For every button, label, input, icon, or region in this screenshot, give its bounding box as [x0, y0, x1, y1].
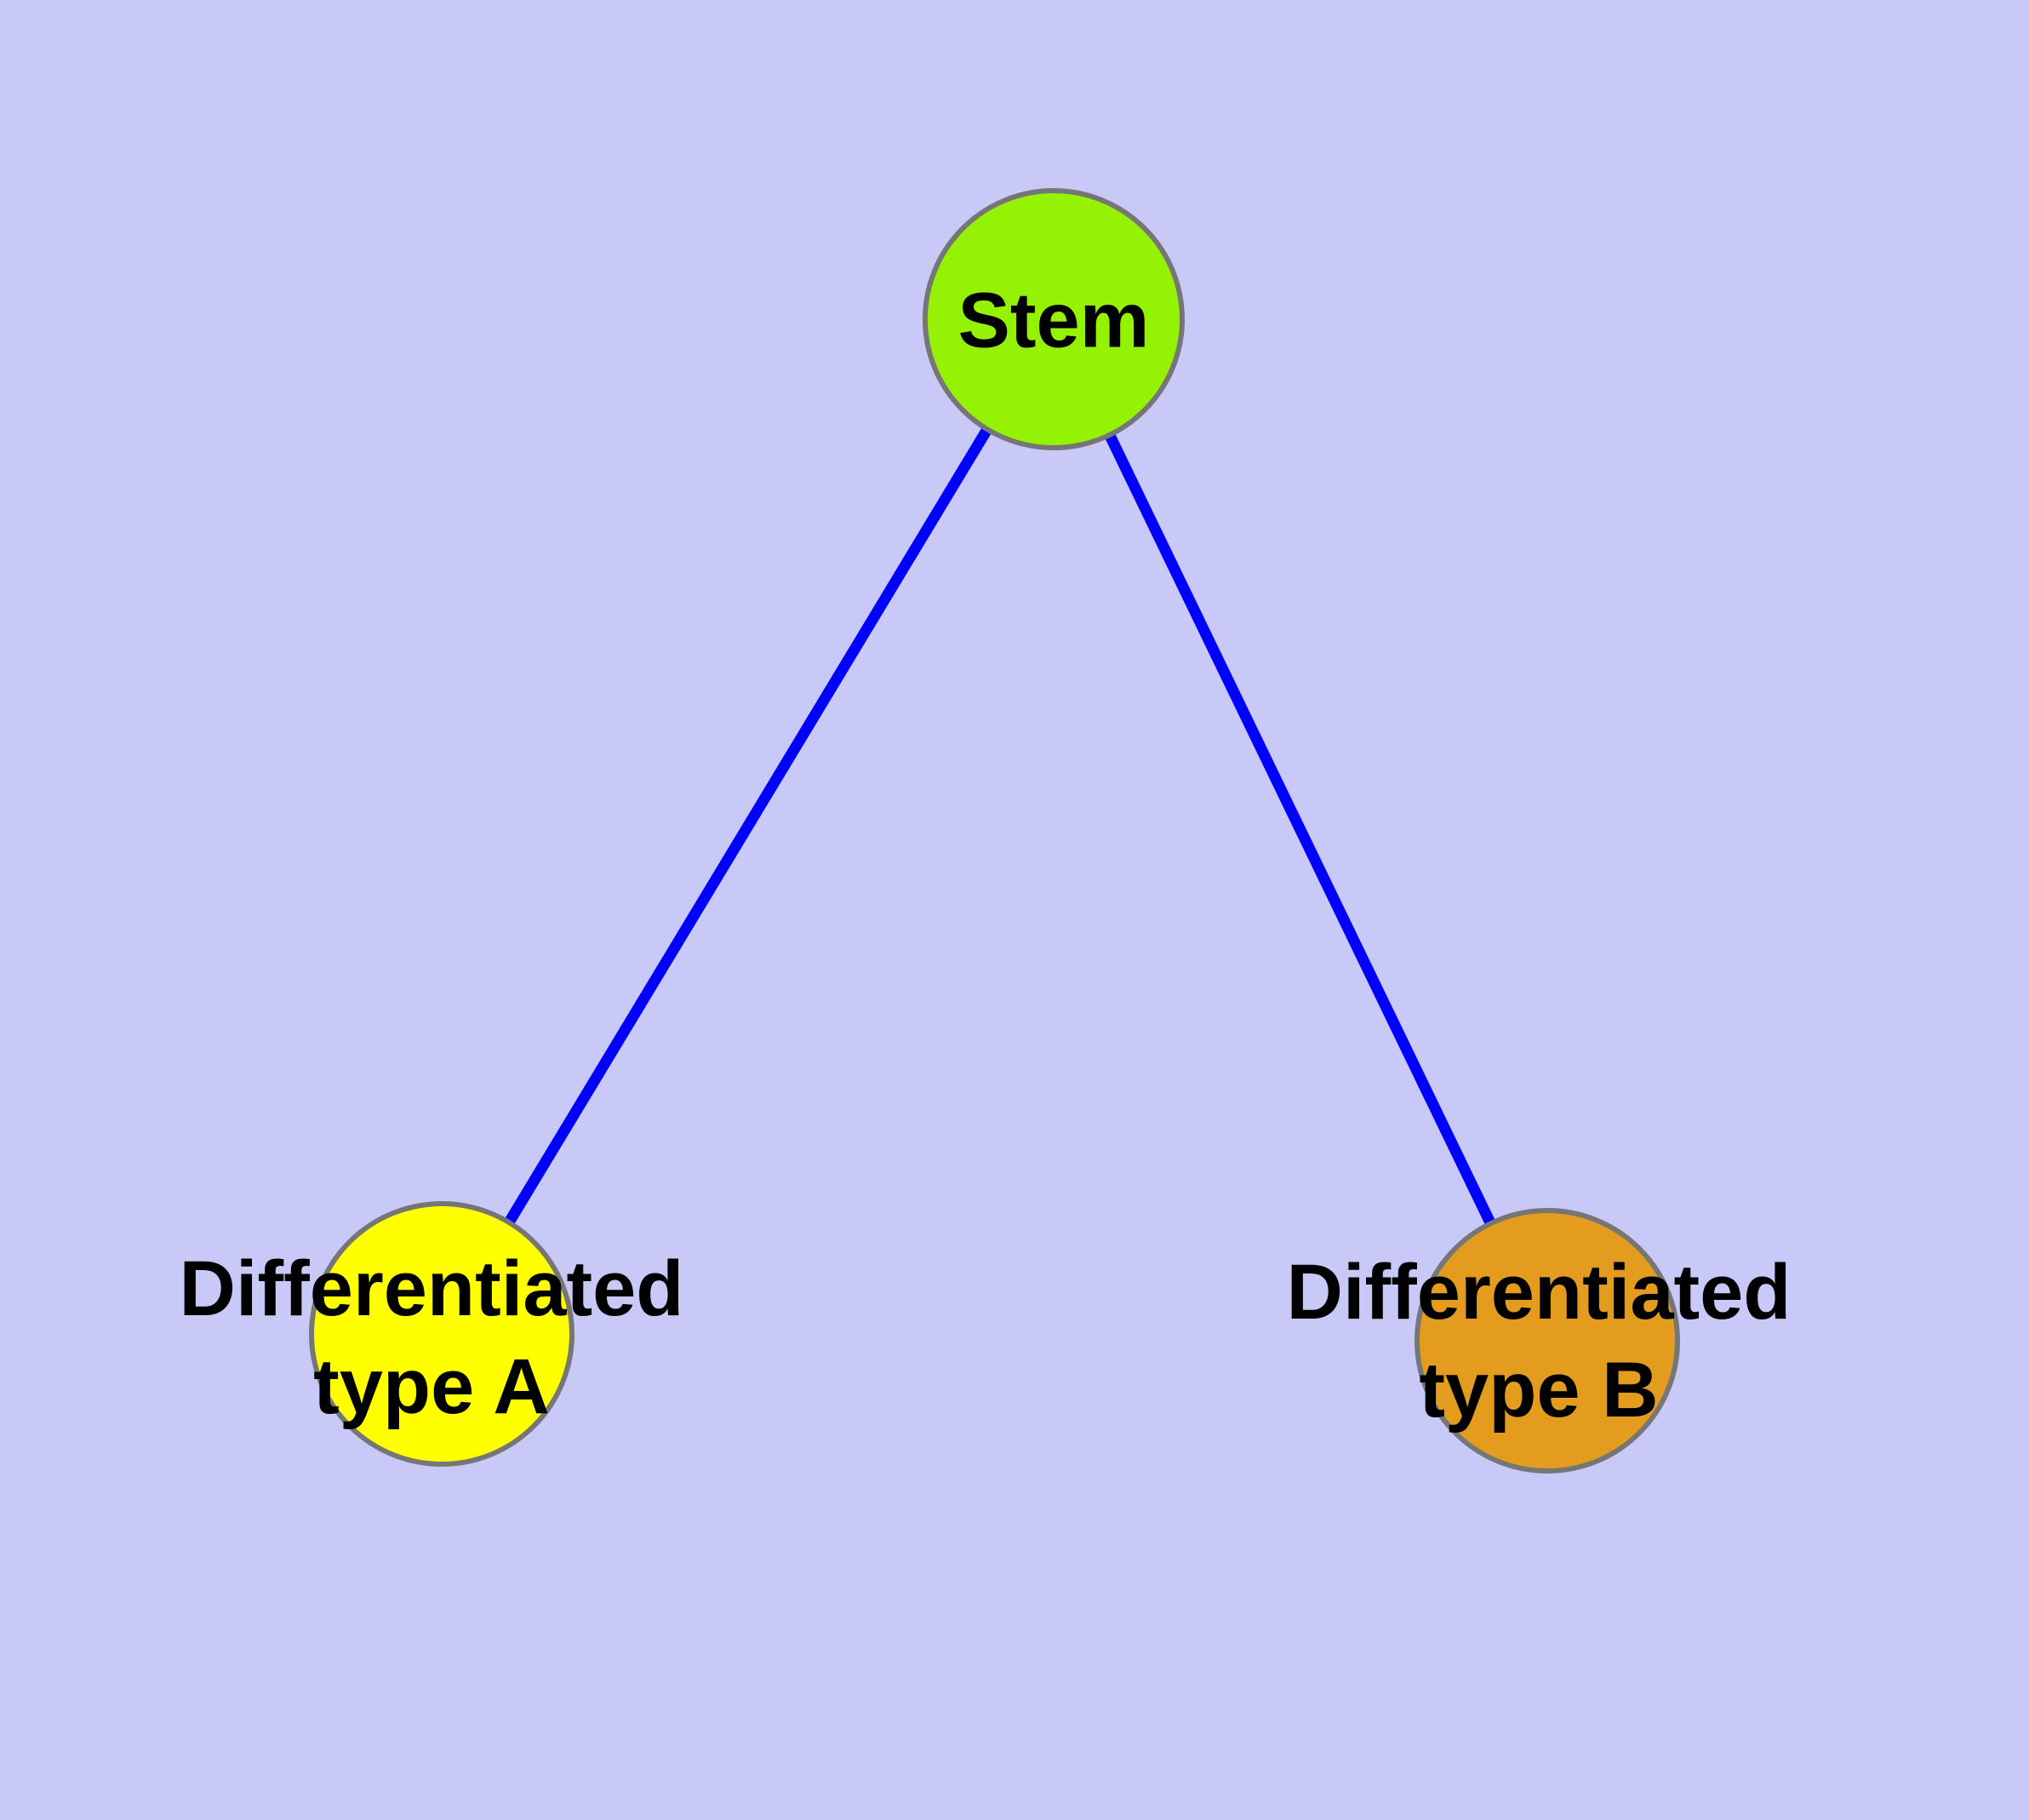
node-stem-label-line1: Stem: [957, 277, 1150, 364]
node-type-a-label: Differentiated type A: [180, 1240, 684, 1436]
node-stem-circle: [923, 188, 1185, 450]
edge-stem-to-type-a: [437, 316, 1059, 1337]
node-type-a-label-line2: type A: [313, 1343, 550, 1430]
node-type-b-label-line2: type B: [1419, 1347, 1659, 1434]
node-type-b-label-line1: Differentiated: [1286, 1249, 1792, 1336]
node-type-b-circle: [1415, 1208, 1680, 1474]
node-type-a-circle: [309, 1201, 574, 1467]
node-stem-label: Stem: [958, 272, 1150, 370]
node-type-b-label: Differentiated type B: [1287, 1244, 1792, 1439]
node-type-a-label-line1: Differentiated: [179, 1245, 684, 1332]
edge-stem-to-type-b: [1049, 317, 1552, 1343]
